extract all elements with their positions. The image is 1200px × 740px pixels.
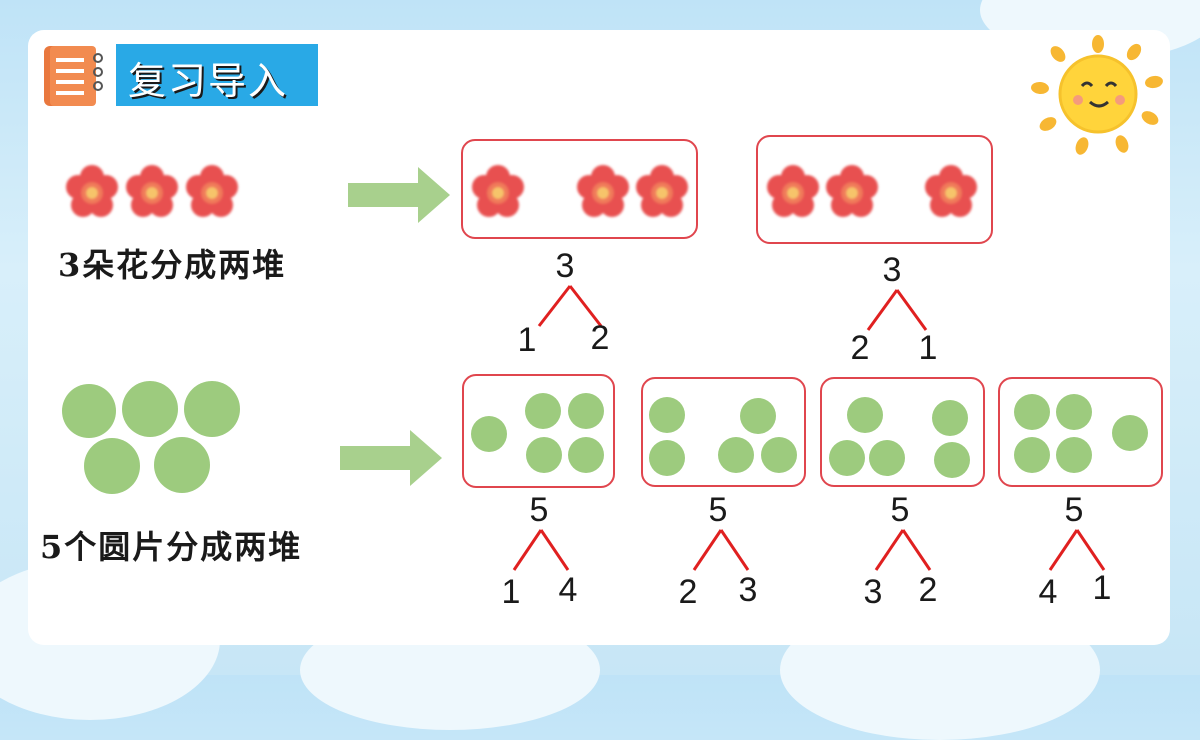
tree-left-number: 3	[863, 573, 883, 611]
green-disc	[122, 381, 178, 437]
green-disc	[1112, 415, 1148, 451]
tree-left-number: 1	[517, 321, 537, 359]
tree-left-number: 4	[1038, 573, 1058, 611]
flower-icon	[925, 165, 977, 217]
tree-top-number: 3	[555, 247, 575, 285]
slide-card	[28, 30, 1170, 645]
tree-left-number: 2	[678, 573, 698, 611]
tree-branch	[692, 529, 750, 571]
green-disc	[1056, 437, 1092, 473]
tree-top-number: 5	[529, 491, 549, 529]
sun-icon	[1031, 35, 1163, 155]
tree-top-number: 5	[890, 491, 910, 529]
tree-right-number: 2	[590, 319, 610, 357]
flower-icon	[636, 165, 688, 217]
notebook-icon	[44, 46, 103, 106]
flower-icon	[472, 165, 524, 217]
green-disc	[568, 437, 604, 473]
green-disc	[84, 438, 140, 494]
flower-icon	[767, 165, 819, 217]
page-title: 复习导入	[128, 59, 289, 103]
flower-icon	[186, 165, 238, 217]
tree-branch	[866, 289, 928, 331]
green-disc	[62, 384, 116, 438]
tree-top-number: 5	[1064, 491, 1084, 529]
green-disc	[718, 437, 754, 473]
tree-branch	[1048, 529, 1106, 571]
green-disc	[525, 393, 561, 429]
green-disc	[829, 440, 865, 476]
tree-branch	[537, 285, 603, 327]
green-disc	[761, 437, 797, 473]
green-disc	[649, 440, 685, 476]
arrow-right-icon	[340, 430, 442, 486]
flower-icon	[66, 165, 118, 217]
green-disc	[1014, 437, 1050, 473]
tree-left-number: 2	[850, 329, 870, 367]
tree-top-number: 3	[882, 251, 902, 289]
arrow-right-icon	[348, 167, 450, 223]
tree-right-number: 1	[1092, 569, 1112, 607]
tree-left-number: 1	[501, 573, 521, 611]
tree-right-number: 1	[918, 329, 938, 367]
tree-right-number: 4	[558, 571, 578, 609]
green-disc	[471, 416, 507, 452]
green-disc	[932, 400, 968, 436]
tree-top-number: 5	[708, 491, 728, 529]
flower-icon	[126, 165, 178, 217]
flower-icon	[577, 165, 629, 217]
flower-icon	[826, 165, 878, 217]
title-banner: 复习导入	[116, 44, 318, 106]
green-disc	[649, 397, 685, 433]
green-disc	[526, 437, 562, 473]
row-label-discs: 5个圆片分成两堆	[40, 528, 303, 566]
green-disc	[568, 393, 604, 429]
green-disc	[1056, 394, 1092, 430]
row-label-flowers: 3朵花分成两堆	[58, 246, 287, 284]
green-disc	[934, 442, 970, 478]
green-disc	[847, 397, 883, 433]
green-disc	[740, 398, 776, 434]
green-disc	[1014, 394, 1050, 430]
green-disc	[869, 440, 905, 476]
tree-branch	[512, 529, 570, 571]
tree-right-number: 2	[918, 571, 938, 609]
green-disc	[184, 381, 240, 437]
green-disc	[154, 437, 210, 493]
tree-branch	[874, 529, 932, 571]
tree-right-number: 3	[738, 571, 758, 609]
